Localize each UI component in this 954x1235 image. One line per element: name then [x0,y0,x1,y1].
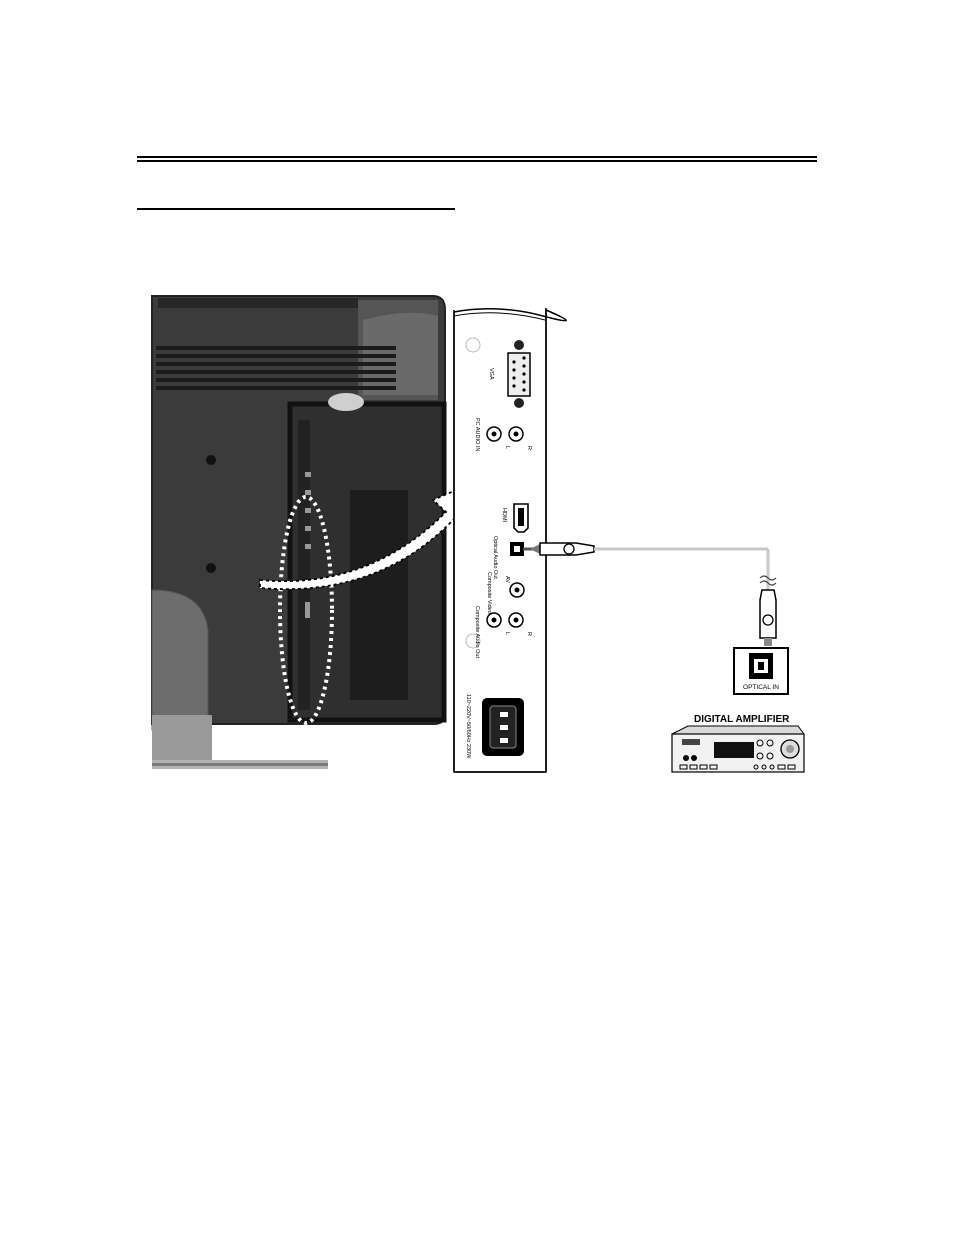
vga-label: VGA [488,368,494,380]
hdmi-label: HDMI [501,508,507,523]
header-double-rule [137,156,817,162]
optical-in-label: OPTICAL IN [743,684,779,691]
power-rating-label: 110~220V~50/60Hz 230W [465,694,471,759]
digital-amplifier-label: DIGITAL AMPLIFIER [694,714,790,725]
optical-cable [523,542,777,646]
screw-icon [206,455,216,465]
composite-audio-out-jacks: Composite Audio Out L R [474,606,532,658]
screw-icon [206,563,216,573]
side-vents [350,490,408,700]
pc-audio-r-label: R [526,446,532,450]
power-socket: 110~220V~50/60Hz 230W [465,694,524,759]
optical-audio-out-label: Optical Audio Out [492,536,498,579]
section-heading-underline [137,208,455,210]
composite-video-out-label: Composite Video Out [486,572,492,625]
jack-panel-closeup: VGA PC AUDIO IN L R HDMI Optical Audio O… [453,308,567,773]
composite-audio-l-label: L [504,632,510,635]
zoom-arrow-icon [259,482,472,590]
pc-audio-in-jacks: PC AUDIO IN L R [474,418,532,451]
top-vents [156,298,396,390]
digital-amplifier: DIGITAL AMPLIFIER [671,714,805,773]
optical-in-port: OPTICAL IN [733,647,789,695]
hdmi-port: HDMI [501,503,529,533]
tv-back-panel [151,295,447,769]
connection-diagram: VGA PC AUDIO IN L R HDMI Optical Audio O… [151,295,805,773]
composite-audio-out-label: Composite Audio Out [474,606,480,658]
av-label: AV [504,576,510,583]
pc-audio-in-label: PC AUDIO IN [474,418,480,451]
composite-audio-r-label: R [526,632,532,636]
optical-out-port: Optical Audio Out [492,536,524,579]
highlight-ellipse [278,495,334,725]
pc-audio-l-label: L [504,446,510,449]
composite-video-out-jack: AV Composite Video Out [486,572,525,625]
vga-port: VGA [488,340,531,408]
